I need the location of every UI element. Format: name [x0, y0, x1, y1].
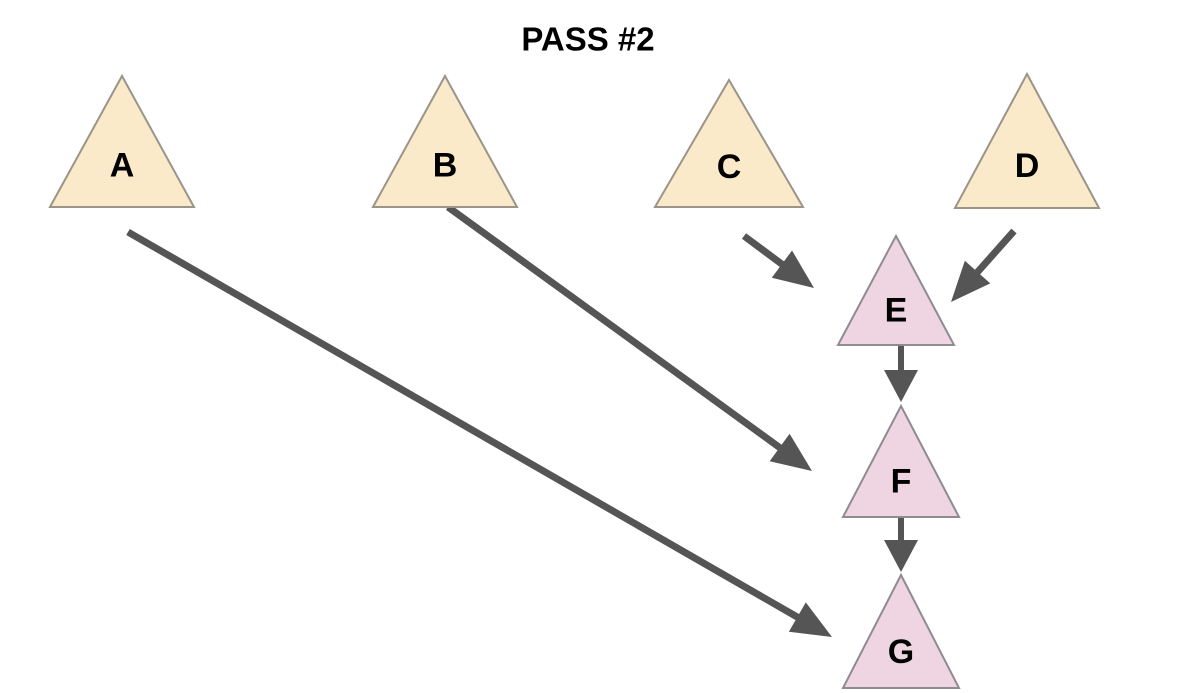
edge-f-to-g: [884, 517, 918, 572]
node-label-e: E: [885, 291, 908, 329]
arrow-head-icon: [771, 250, 814, 288]
node-d[interactable]: D: [953, 71, 1101, 209]
edge-b-to-f: [445, 204, 812, 471]
triangle-node-icon[interactable]: [836, 233, 956, 346]
edge-a-to-g: [126, 228, 832, 637]
page-title: PASS #2: [521, 21, 654, 58]
node-label-f: F: [891, 463, 912, 501]
node-f[interactable]: F: [841, 403, 961, 518]
arrow-head-icon: [769, 433, 812, 471]
edge-c-to-e: [741, 233, 814, 288]
triangle-node-icon[interactable]: [653, 78, 805, 208]
arrow-head-icon: [884, 540, 918, 572]
node-b[interactable]: B: [371, 73, 519, 208]
edge-e-to-f: [884, 345, 918, 402]
node-a[interactable]: A: [48, 73, 196, 208]
arrow-head-icon: [788, 602, 832, 637]
node-e[interactable]: E: [836, 233, 956, 346]
node-g[interactable]: G: [841, 572, 961, 689]
edge-line: [972, 228, 1017, 277]
node-label-a: A: [110, 147, 135, 185]
triangle-node-icon[interactable]: [953, 71, 1101, 209]
triangle-node-icon[interactable]: [371, 73, 519, 208]
edge-line: [126, 228, 802, 622]
node-label-c: C: [717, 148, 742, 186]
node-c[interactable]: C: [653, 78, 805, 208]
node-label-b: B: [433, 147, 458, 185]
edge-line: [741, 233, 787, 269]
edges-layer: [126, 204, 1017, 637]
arrow-head-icon: [951, 260, 991, 302]
node-label-d: D: [1015, 147, 1040, 185]
nodes-layer: A B C D E F G: [48, 71, 1101, 689]
triangle-node-icon[interactable]: [841, 572, 961, 689]
edge-d-to-e: [951, 228, 1017, 302]
edge-line: [445, 204, 785, 453]
node-label-g: G: [888, 633, 914, 671]
triangle-node-icon[interactable]: [841, 403, 961, 518]
arrow-head-icon: [884, 370, 918, 402]
triangle-node-icon[interactable]: [48, 73, 196, 208]
